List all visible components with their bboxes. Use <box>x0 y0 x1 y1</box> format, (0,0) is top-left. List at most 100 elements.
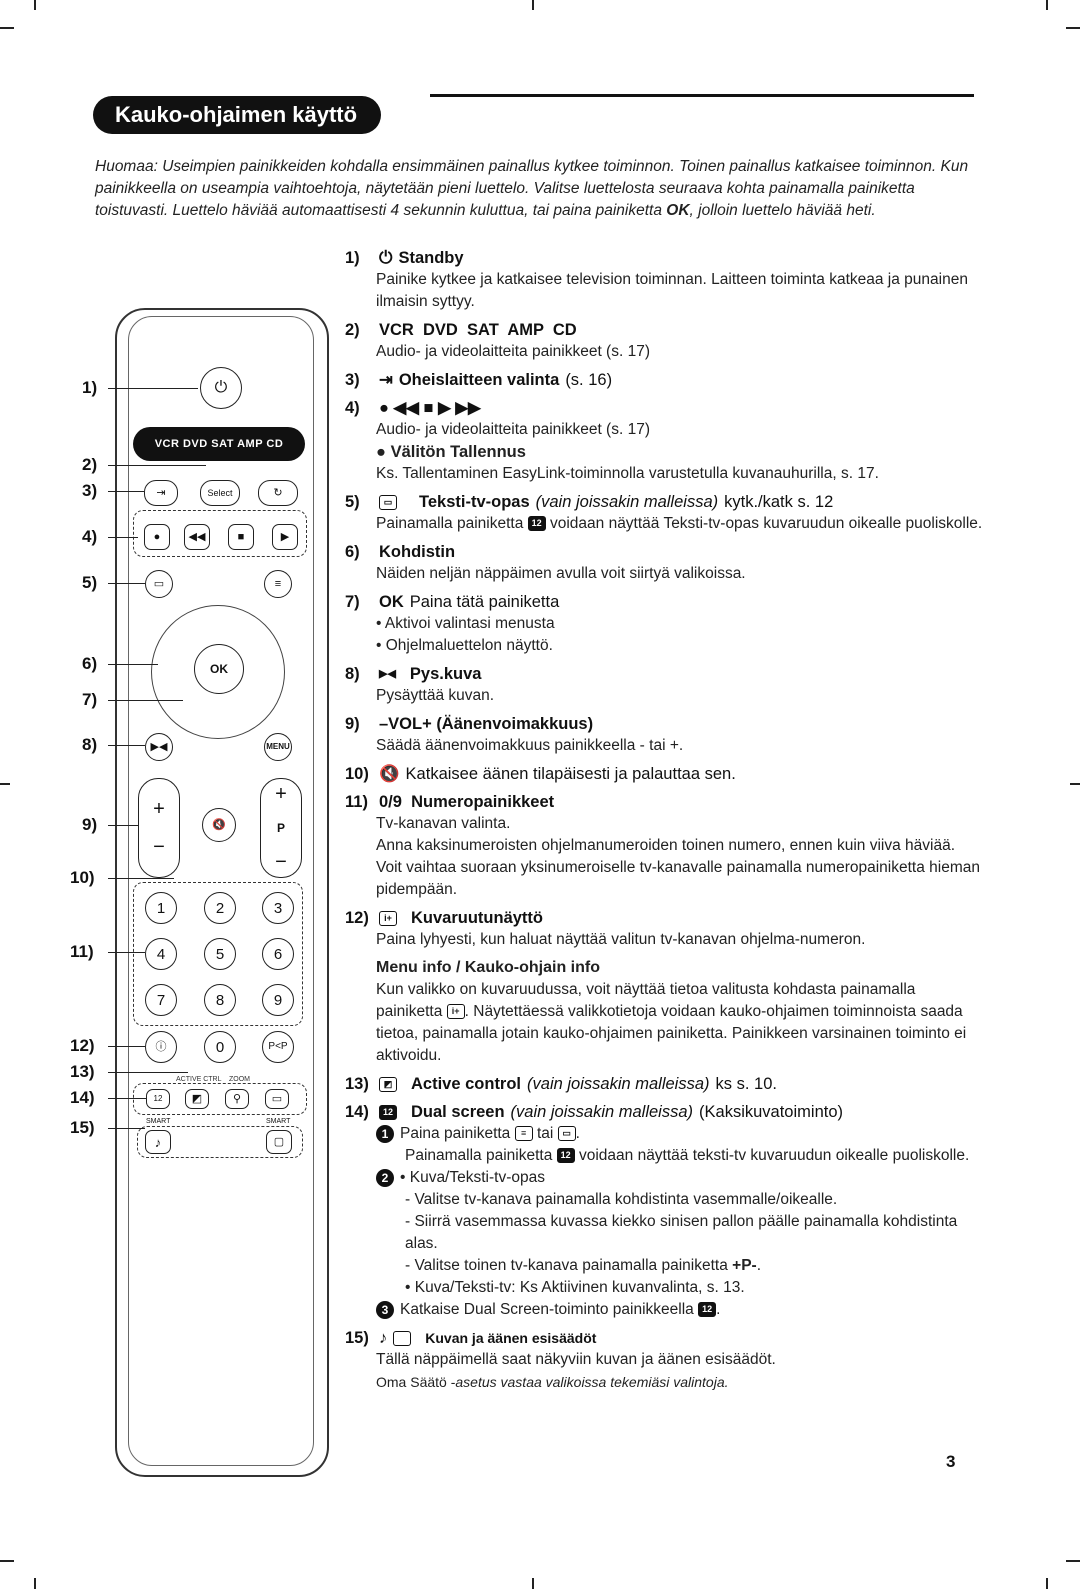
leader-line <box>108 700 183 702</box>
digit-5-button[interactable]: 5 <box>204 938 236 970</box>
item-9-header: 9) –VOL+ (Äänenvoimakkuus) <box>345 713 985 735</box>
callout-3: 3) <box>82 481 98 500</box>
item-7-bullet-2: • Ohjelmaluettelon näyttö. <box>376 637 553 654</box>
mute-button[interactable]: 🔇 <box>202 808 236 842</box>
digit-7-button[interactable]: 7 <box>145 984 177 1016</box>
input-icon: ⇥ <box>156 486 166 499</box>
item-2-desc: Audio- ja videolaitteita painikkeet (s. … <box>376 343 650 360</box>
plus-icon: + <box>275 783 287 805</box>
digit-6-button[interactable]: 6 <box>262 938 294 970</box>
teletext-icon: ≡ <box>514 1126 533 1142</box>
item-6-header: 6) Kohdistin <box>345 541 985 563</box>
format-button[interactable]: ▭ <box>265 1089 289 1109</box>
teletext-guide-button[interactable]: ▭ <box>145 570 173 598</box>
item-title: –VOL+ (Äänenvoimakkuus) <box>379 715 594 733</box>
digit-2-button[interactable]: 2 <box>204 892 236 924</box>
program-rocker[interactable]: +P− <box>260 778 302 878</box>
crop-mark <box>1046 0 1048 10</box>
callout-5: 5) <box>82 573 98 592</box>
digit-4-button[interactable]: 4 <box>145 938 177 970</box>
callout-12: 12) <box>70 1036 95 1055</box>
freeze-button[interactable]: ▶◀ <box>145 733 173 761</box>
digit-3-button[interactable]: 3 <box>262 892 294 924</box>
smart-sound-button[interactable]: ♪ <box>145 1130 171 1154</box>
dual-screen-icon: 12 <box>698 1302 717 1318</box>
format-icon: ▭ <box>271 1092 283 1105</box>
power-icon: ⏻ <box>214 379 228 396</box>
input-select-button[interactable]: ⇥ <box>144 480 178 506</box>
pip-button[interactable]: P<P <box>262 1031 294 1063</box>
item-2-header: 2) VCR DVD SAT AMP CD <box>345 319 985 341</box>
intro-end: , jolloin luettelo häviää heti. <box>689 202 876 219</box>
callout-7: 7) <box>82 690 98 709</box>
source-select-bar[interactable]: VCR DVD SAT AMP CD <box>133 427 305 461</box>
crop-mark <box>34 0 36 10</box>
teletext-button[interactable]: ≡ <box>264 570 292 598</box>
item-1-header: 1) ⏻ Standby <box>345 247 985 269</box>
item-15-desc-2a: Oma Säätö - <box>376 1374 456 1390</box>
item-number: 11) <box>345 793 368 811</box>
record-button[interactable]: ● <box>144 524 170 550</box>
step-1-text-a: Paina painiketta <box>400 1125 511 1142</box>
item-note: (vain joissakin malleissa) <box>527 1075 710 1093</box>
item-note: (vain joissakin malleissa) <box>535 493 719 511</box>
record-icon: ● <box>376 443 391 461</box>
item-number: 6) <box>345 543 360 561</box>
book-icon: ▭ <box>153 577 165 590</box>
info-icon: i+ <box>446 1004 465 1020</box>
crop-mark <box>0 1560 14 1562</box>
page-title: Kauko-ohjaimen käyttö <box>93 96 382 134</box>
item-title: OK <box>379 593 404 611</box>
item-12-header: 12) i+ Kuvaruutunäyttö <box>345 907 985 929</box>
item-title: Active control <box>411 1075 522 1093</box>
item-7-bullet-1: • Aktivoi valintasi menusta <box>376 615 555 632</box>
dual-screen-icon: 12 <box>153 1094 163 1103</box>
volume-rocker[interactable]: +− <box>138 778 180 878</box>
item-note: (vain joissakin malleissa) <box>510 1103 694 1121</box>
digit-9-button[interactable]: 9 <box>262 984 294 1016</box>
digit-8-button[interactable]: 8 <box>204 984 236 1016</box>
item-14-step-1-desc: Painamalla painiketta 12 voidaan näyttää… <box>405 1145 985 1167</box>
music-note-icon: ♪ <box>379 1329 388 1347</box>
screen-icon: ▢ <box>273 1135 285 1148</box>
item-page-ref: (s. 16) <box>565 371 613 389</box>
digit-1-button[interactable]: 1 <box>145 892 177 924</box>
play-button[interactable]: ▶ <box>272 524 298 550</box>
item-number: 4) <box>345 399 360 417</box>
step-3-text: Katkaise Dual Screen-toiminto painikkeel… <box>400 1301 694 1318</box>
freeze-icon: ▶◀ <box>150 740 168 753</box>
active-control-button[interactable]: ◩ <box>185 1089 209 1109</box>
rewind-button[interactable]: ◀◀ <box>184 524 210 550</box>
item-7-header: 7) OK Paina tätä painiketta <box>345 591 985 613</box>
ok-button[interactable]: OK <box>194 644 244 694</box>
remote-inner-outline <box>128 316 314 1466</box>
item-number: 3) <box>345 371 360 389</box>
item-15-desc-2b: asetus vastaa valikoissa tekemiäsi valin… <box>455 1374 729 1390</box>
menu-button[interactable]: MENU <box>264 733 292 761</box>
smart-picture-button[interactable]: ▢ <box>266 1130 292 1154</box>
zoom-button[interactable]: ⚲ <box>225 1089 249 1109</box>
item-title: Kuvaruutunäyttö <box>411 909 543 927</box>
item-8-desc: Pysäyttää kuvan. <box>376 687 495 704</box>
step-1-desc-a: Painamalla painiketta <box>405 1147 553 1164</box>
stop-button[interactable]: ■ <box>228 524 254 550</box>
picture-sound-button[interactable]: ↻ <box>258 480 298 506</box>
dual-screen-button[interactable]: 12 <box>146 1089 170 1109</box>
leader-line <box>108 537 138 539</box>
leader-line <box>108 465 206 467</box>
intro-note: Huomaa: Useimpien painikkeiden kohdalla … <box>95 156 975 222</box>
digit-0-button[interactable]: 0 <box>204 1031 236 1063</box>
item-title: Pys.kuva <box>409 665 482 683</box>
item-13-header: 13) ◩ Active control (vain joissakin mal… <box>345 1073 985 1095</box>
screen-icon <box>393 1330 412 1346</box>
info-button[interactable]: ⓘ <box>145 1031 177 1063</box>
item-number: 12) <box>345 909 369 927</box>
select-button[interactable]: Select <box>200 480 240 506</box>
standby-button[interactable]: ⏻ <box>200 367 242 409</box>
item-title: Teksti-tv-opas <box>419 493 530 511</box>
step-1-icon: 1 <box>376 1125 394 1143</box>
power-icon: ⏻ <box>379 248 393 267</box>
item-4-header: 4) ● ◀◀ ■ ▶ ▶▶ <box>345 397 985 419</box>
